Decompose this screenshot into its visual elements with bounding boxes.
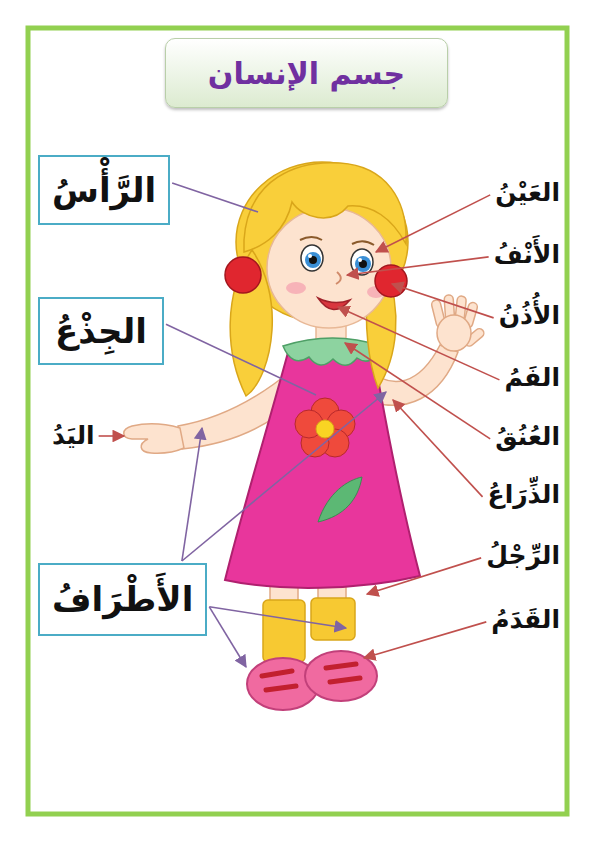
leader-line <box>182 392 386 561</box>
part-label: الرِّجْلُ <box>486 537 560 575</box>
term-text: الرَّأْسُ <box>52 163 156 217</box>
leader-line <box>166 324 316 395</box>
eye <box>305 252 321 268</box>
eye <box>355 256 371 272</box>
face <box>267 208 391 328</box>
leader-line <box>345 343 490 439</box>
eye <box>352 241 374 245</box>
part-label: العُنُقُ <box>495 418 560 456</box>
leader-line <box>99 435 124 437</box>
shoe <box>326 664 356 668</box>
collar <box>283 338 381 365</box>
term-text: الجِذْعُ <box>55 304 147 358</box>
term-text: الأَطْرَافُ <box>52 572 193 626</box>
part-label: الفَمُ <box>504 359 560 397</box>
leader-line <box>364 622 486 658</box>
eye <box>358 258 362 262</box>
shoe <box>247 651 377 710</box>
bangs <box>244 163 406 252</box>
part-label: الأَنْفُ <box>494 236 560 274</box>
eye <box>300 237 322 240</box>
term-box: الرَّأْسُ <box>38 155 170 225</box>
part-label: القَدَمُ <box>491 601 560 639</box>
cheek <box>286 282 385 298</box>
term-box: الأَطْرَافُ <box>38 563 207 636</box>
hair-ball <box>225 257 407 297</box>
leader-line <box>338 307 499 380</box>
cheek <box>286 282 306 294</box>
flower <box>318 477 362 522</box>
leader-line <box>376 195 490 252</box>
collar <box>283 338 381 365</box>
sock <box>311 598 355 640</box>
hair-ball <box>225 257 261 293</box>
nose <box>336 272 341 284</box>
term-box: الجِذْعُ <box>38 297 164 365</box>
shoe <box>262 671 292 676</box>
eye <box>351 249 373 275</box>
eye <box>300 237 374 275</box>
leader-line <box>392 284 494 318</box>
sock <box>263 600 305 662</box>
leader-line <box>347 257 489 275</box>
title-text: جسم الإنسان <box>208 56 405 91</box>
page-frame <box>28 28 567 814</box>
title-banner: جسم الإنسان <box>165 38 448 108</box>
part-label: العَيْنُ <box>495 174 560 212</box>
leader-line <box>172 183 258 212</box>
leader-line <box>209 607 246 667</box>
part-label: الذِّرَاعُ <box>488 476 560 514</box>
face <box>267 208 391 328</box>
bangs <box>244 163 406 252</box>
mouth <box>318 298 350 310</box>
shoe <box>330 678 360 682</box>
shoe <box>305 651 377 701</box>
part-label: اليَدُ <box>52 417 95 455</box>
leader-line <box>209 607 346 628</box>
arm <box>124 424 184 453</box>
nose <box>336 272 341 284</box>
leader-line <box>367 558 481 594</box>
mouth <box>318 298 350 310</box>
leader-line <box>182 428 202 561</box>
part-label: الأُذُنُ <box>499 297 560 335</box>
flower <box>316 420 334 438</box>
eye <box>308 254 312 258</box>
shoe <box>266 686 296 690</box>
arm <box>437 315 471 351</box>
eye <box>301 245 323 271</box>
leader-line <box>393 400 483 497</box>
